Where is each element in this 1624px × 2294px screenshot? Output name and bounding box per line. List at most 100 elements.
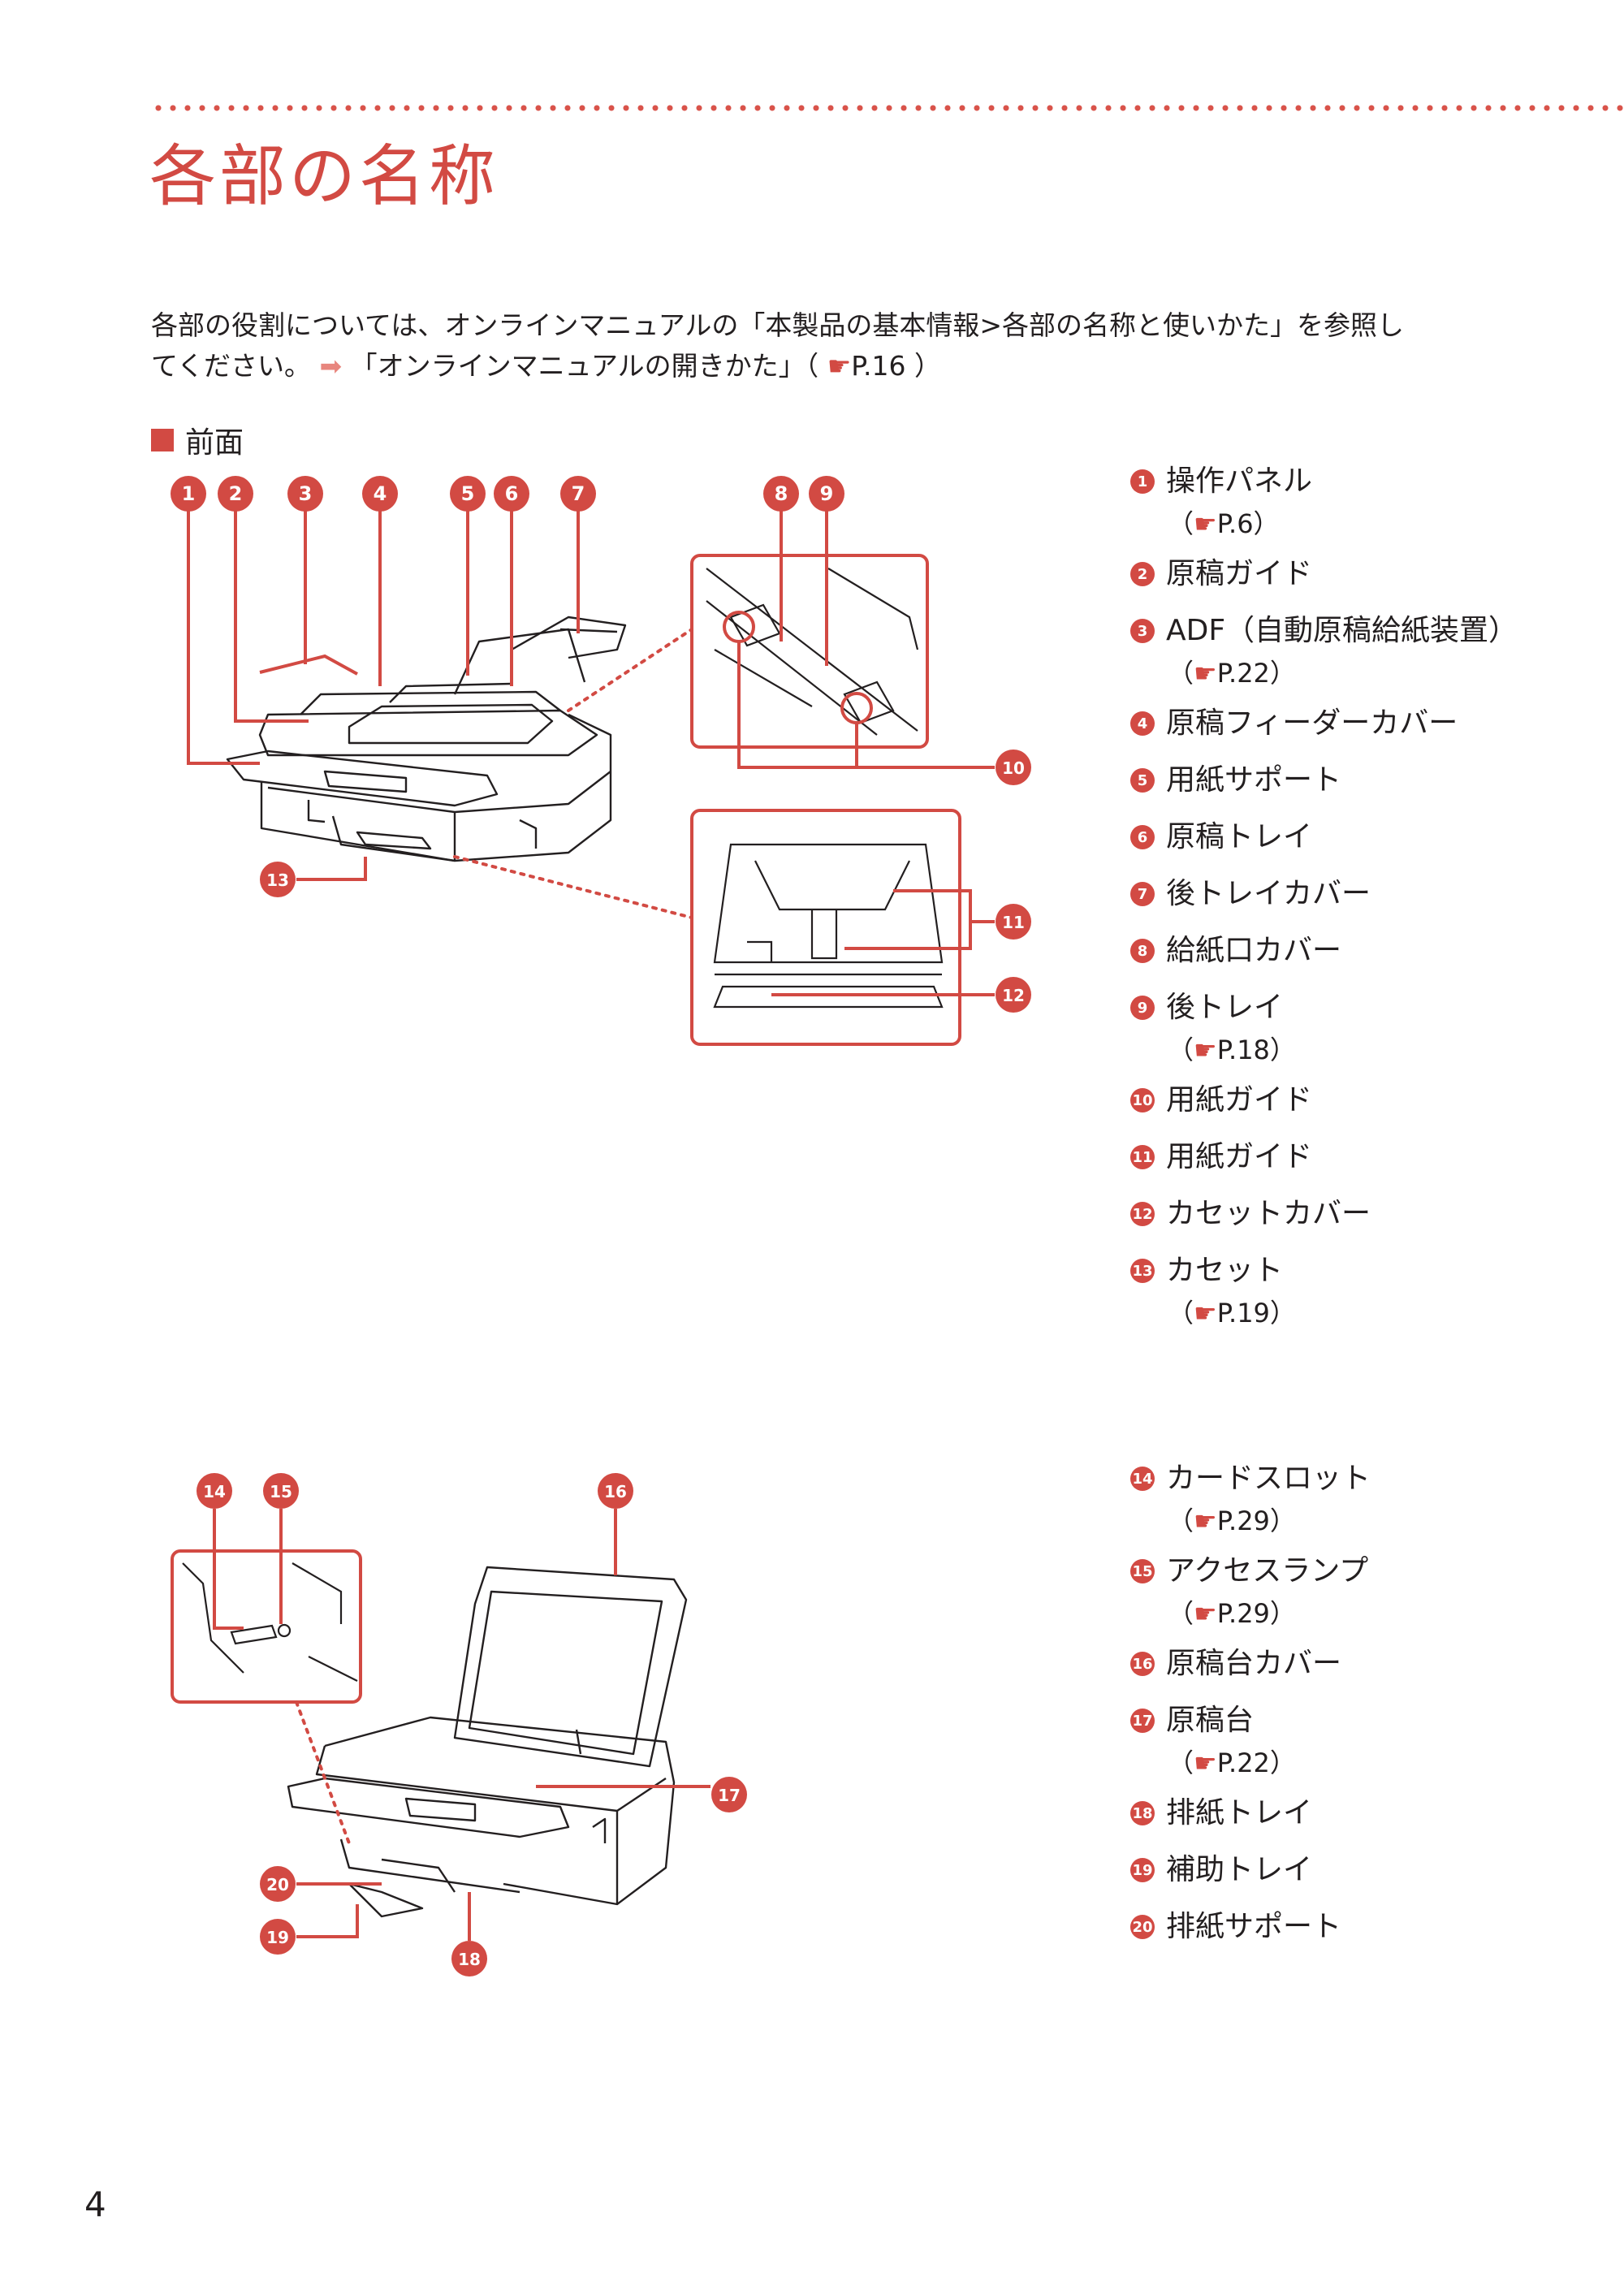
part-name: 用紙サポート [1166, 763, 1342, 797]
pointing-hand-icon: ☛ [1194, 1748, 1217, 1778]
part-name: アクセスランプ [1166, 1554, 1369, 1588]
part-name: 後トレイカバー [1166, 877, 1371, 910]
callout-16: 16 [598, 1473, 633, 1509]
svg-text:4: 4 [374, 482, 387, 505]
page-reference[interactable]: （☛P.29） [1168, 1598, 1296, 1629]
number-badge: 11 [1130, 1145, 1155, 1169]
svg-text:14: 14 [203, 1482, 226, 1501]
part-name: 排紙サポート [1166, 1910, 1342, 1943]
open-cover-printer-figure: 14 15 16 17 18 19 20 [171, 1473, 747, 1976]
front-printer-figure: 1 2 3 4 5 6 7 8 9 10 11 12 13 [171, 476, 1031, 1046]
svg-text:17: 17 [718, 1786, 741, 1805]
svg-text:18: 18 [458, 1950, 481, 1969]
callout-13: 13 [260, 862, 296, 897]
callout-14: 14 [197, 1473, 232, 1509]
number-badge: 13 [1130, 1259, 1155, 1283]
callout-18: 18 [451, 1941, 487, 1976]
callout-8: 8 [763, 476, 799, 512]
callout-6: 6 [494, 476, 529, 512]
part-name: 原稿フィーダーカバー [1166, 706, 1458, 740]
online-manual-link[interactable]: 「オンラインマニュアルの開きかた」（ [350, 350, 819, 382]
dotted-rule [151, 104, 1624, 112]
number-badge: 14 [1130, 1467, 1155, 1491]
part-name: 原稿台カバー [1166, 1647, 1342, 1680]
pointing-hand-icon: ☛ [1194, 1506, 1217, 1536]
number-badge: 16 [1130, 1652, 1155, 1676]
svg-text:20: 20 [266, 1875, 289, 1894]
callout-20: 20 [260, 1866, 296, 1902]
part-name: カセット [1166, 1254, 1284, 1287]
number-badge: 8 [1130, 939, 1155, 963]
callout-9: 9 [809, 476, 844, 512]
cover-parts-list: 14 カードスロット （☛P.29） 15 アクセスランプ （☛P.29） 16 原稿台カバー… [1130, 1460, 1601, 1965]
pointing-hand-icon: ☛ [827, 350, 852, 382]
page-reference[interactable]: ☛P.16 [827, 350, 906, 382]
svg-text:15: 15 [270, 1482, 292, 1501]
callout-5: 5 [450, 476, 486, 512]
part-name: 排紙トレイ [1166, 1796, 1313, 1830]
page-reference[interactable]: （☛P.18） [1168, 1035, 1296, 1065]
part-name: 補助トレイ [1166, 1853, 1313, 1886]
part-name: カードスロット [1166, 1462, 1371, 1495]
number-badge: 19 [1130, 1858, 1155, 1882]
page-reference[interactable]: （☛P.19） [1168, 1298, 1296, 1328]
number-badge: 2 [1130, 562, 1155, 586]
number-badge: 3 [1130, 619, 1155, 643]
section-heading: 前面 [151, 419, 244, 461]
number-badge: 10 [1130, 1088, 1155, 1112]
reference-page: P.29 [1216, 1598, 1270, 1629]
svg-text:2: 2 [229, 482, 243, 505]
number-badge: 1 [1130, 469, 1155, 494]
number-badge: 5 [1130, 768, 1155, 793]
reference-page: P.22 [1216, 658, 1270, 689]
part-name: 原稿ガイド [1166, 557, 1313, 590]
reference-page: P.19 [1216, 1298, 1270, 1328]
callout-10: 10 [996, 750, 1031, 785]
callout-1: 1 [171, 476, 206, 512]
reference-page: P.29 [1216, 1506, 1270, 1536]
part-item-5: 5 用紙サポート [1130, 762, 1601, 799]
part-item-11: 11 用紙ガイド [1130, 1138, 1601, 1176]
page-reference[interactable]: （☛P.22） [1168, 658, 1296, 689]
part-item-2: 2 原稿ガイド [1130, 555, 1601, 593]
svg-text:19: 19 [266, 1928, 289, 1947]
pointing-hand-icon: ☛ [1194, 1035, 1217, 1065]
part-name: 給紙口カバー [1166, 934, 1342, 967]
filled-square-icon [151, 429, 174, 451]
intro-line-2: てください。 ➡ 「オンラインマニュアルの開きかた」（ ☛P.16 ） [151, 346, 1515, 387]
page-reference[interactable]: （☛P.29） [1168, 1506, 1296, 1536]
reference-page: P.22 [1216, 1748, 1270, 1778]
pointing-hand-icon: ☛ [1194, 508, 1217, 539]
callout-12: 12 [996, 977, 1031, 1013]
section-label: 前面 [185, 426, 244, 460]
callout-2: 2 [218, 476, 253, 512]
number-badge: 15 [1130, 1559, 1155, 1583]
part-name: 用紙ガイド [1166, 1140, 1313, 1173]
page-reference[interactable]: （☛P.22） [1168, 1748, 1296, 1778]
callout-11: 11 [996, 904, 1031, 940]
callout-19: 19 [260, 1919, 296, 1955]
svg-text:8: 8 [775, 482, 788, 505]
part-item-19: 19 補助トレイ [1130, 1851, 1601, 1889]
reference-page: P.18 [1216, 1035, 1270, 1065]
number-badge: 12 [1130, 1202, 1155, 1226]
intro-text: てください。 [151, 350, 312, 382]
part-name: ADF（自動原稿給紙装置） [1166, 614, 1518, 647]
number-badge: 18 [1130, 1801, 1155, 1825]
part-item-18: 18 排紙トレイ [1130, 1795, 1601, 1832]
front-callouts: 1 2 3 4 5 6 7 8 9 10 11 12 13 [171, 476, 1031, 1013]
page-reference[interactable]: （☛P.6） [1168, 508, 1280, 539]
svg-text:1: 1 [182, 482, 196, 505]
number-badge: 17 [1130, 1709, 1155, 1733]
number-badge: 9 [1130, 996, 1155, 1020]
